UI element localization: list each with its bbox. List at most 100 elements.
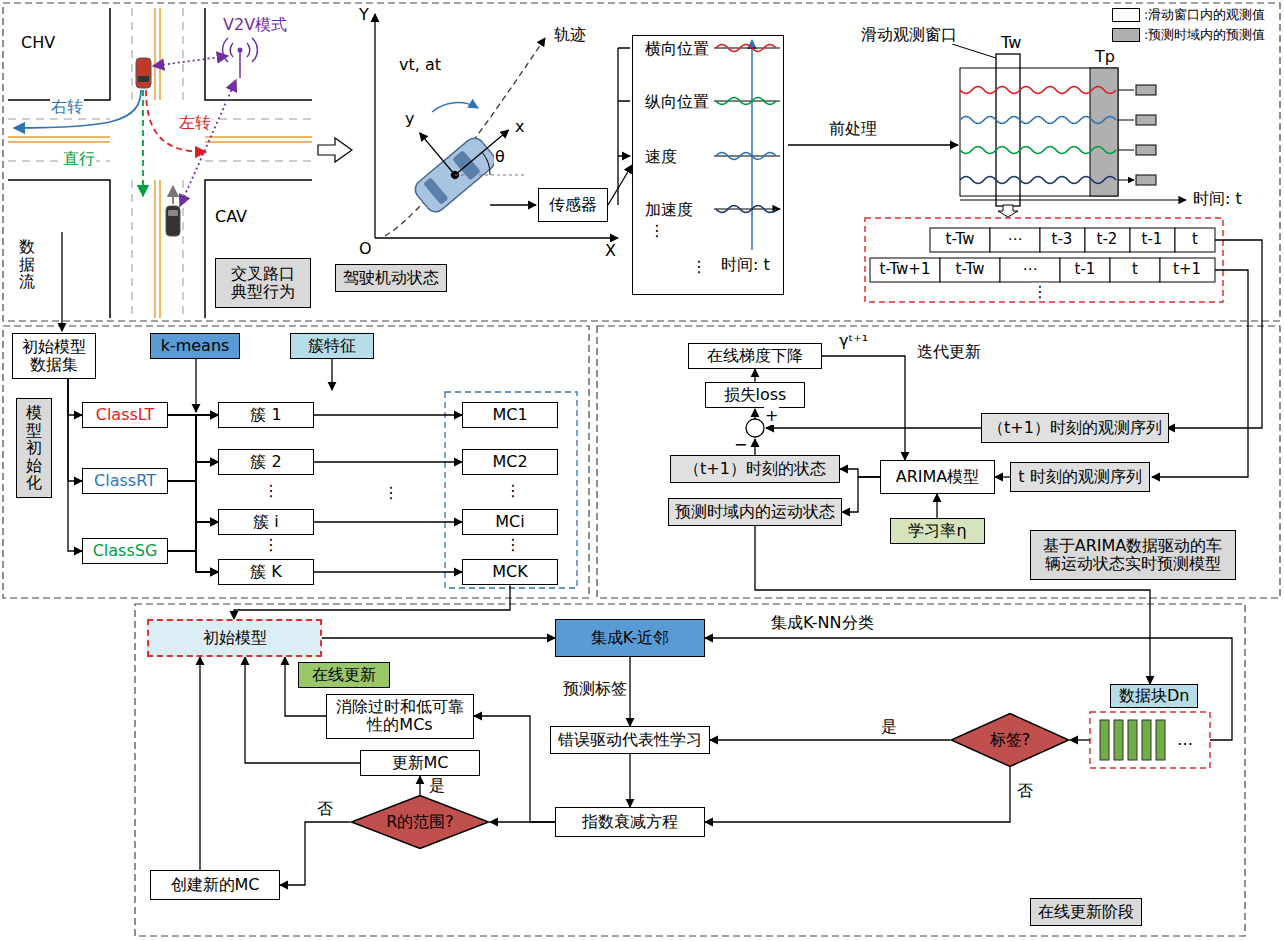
node-text: 在线更新 bbox=[312, 666, 376, 684]
label-text: V2V模式 bbox=[222, 16, 288, 34]
label-text: 前处理 bbox=[828, 120, 878, 138]
label-text: 迭代更新 bbox=[916, 343, 982, 361]
node-text: 预测时域内的运动状态 bbox=[675, 503, 835, 521]
cluster-box: 簇 i bbox=[218, 509, 314, 535]
cluster-area bbox=[331, 359, 332, 390]
sequence-cells bbox=[1160, 258, 1215, 282]
label-text: + bbox=[764, 407, 779, 425]
label-text: CHV bbox=[20, 34, 56, 52]
connector-arrow bbox=[754, 369, 755, 382]
connector-arrow bbox=[245, 657, 360, 763]
sliding-window-chart bbox=[960, 117, 1116, 124]
node-text: 簇 K bbox=[250, 563, 282, 581]
vehicle-icon bbox=[168, 210, 178, 216]
node-text: 在线梯度下降 bbox=[707, 347, 803, 365]
connector-arrow bbox=[322, 637, 555, 638]
data-chunk bbox=[1090, 712, 1210, 768]
connector-arrow bbox=[199, 657, 200, 870]
label-text: ⋮ bbox=[504, 482, 522, 500]
cluster-area bbox=[61, 232, 62, 331]
node-text: 簇特征 bbox=[308, 337, 356, 355]
vehicle-diagram bbox=[375, 237, 618, 238]
panel-frame bbox=[135, 604, 1245, 936]
mc-box: MCK bbox=[462, 559, 558, 585]
process-box: 簇特征 bbox=[290, 333, 374, 359]
label-text: ⋮ bbox=[504, 536, 522, 554]
node-text: 簇 2 bbox=[250, 453, 281, 471]
connector-arrow bbox=[168, 551, 218, 572]
hollow-arrow bbox=[318, 138, 352, 162]
panel-frame bbox=[597, 326, 1280, 598]
sequence-cells bbox=[1000, 258, 1060, 282]
process-box: 在线梯度下降 bbox=[688, 343, 822, 369]
sliding-window-chart bbox=[1118, 90, 1134, 180]
connector-arrow bbox=[710, 739, 950, 740]
process-box: k-means bbox=[150, 333, 240, 359]
signal-plot bbox=[714, 48, 780, 209]
signal-plot bbox=[716, 45, 776, 52]
node-text: t 时刻的观测序列 bbox=[1018, 468, 1141, 486]
process-box: （t+1）时刻的观测序列 bbox=[981, 413, 1169, 443]
node-text: MCi bbox=[495, 513, 524, 531]
node-text: 标签? bbox=[990, 731, 1031, 749]
label-text: y bbox=[404, 110, 415, 128]
maneuver-arrow bbox=[14, 56, 236, 206]
vehicle-icon bbox=[166, 206, 180, 236]
connector-arrow bbox=[280, 822, 350, 885]
label-text: x bbox=[514, 118, 525, 136]
node-text: 横向位置 bbox=[645, 40, 709, 58]
sequence-cells bbox=[1060, 258, 1110, 282]
node-text: ClassRT bbox=[94, 472, 156, 490]
diamond-shape bbox=[351, 796, 488, 849]
node-text: 数据块Dn bbox=[1110, 684, 1198, 708]
intersection-road bbox=[8, 8, 312, 318]
node-text: 交叉路口 典型行为 bbox=[228, 265, 298, 302]
intersection-road bbox=[8, 8, 312, 318]
connector-arrow bbox=[314, 461, 462, 462]
process-box: （t+1）时刻的状态 bbox=[670, 455, 840, 483]
connector-arrow bbox=[608, 165, 632, 205]
data-chunk bbox=[1142, 720, 1151, 760]
vehicle-diagram bbox=[385, 38, 545, 236]
tag-box: 交叉路口 典型行为 bbox=[215, 258, 311, 308]
node-text: 消除过时和低可靠 性的MCs bbox=[333, 698, 467, 735]
node-text: 速度 bbox=[645, 148, 677, 166]
sequence-cell-text: t-3 bbox=[1051, 231, 1074, 248]
node-text: 驾驶机动状态 bbox=[343, 269, 439, 287]
sliding-window-chart bbox=[1136, 115, 1156, 125]
vehicle-diagram bbox=[490, 204, 536, 205]
data-block: 数据块Dn bbox=[1090, 684, 1210, 772]
summation-junction bbox=[754, 439, 755, 455]
process-box: 集成K-近邻 bbox=[555, 619, 705, 657]
node-text: k-means bbox=[161, 337, 230, 355]
node-text: 加速度 bbox=[645, 201, 693, 219]
sequence-cells bbox=[1175, 228, 1215, 252]
sequence-cell-text: t-Tw bbox=[945, 231, 976, 248]
connector-arrow bbox=[314, 521, 462, 522]
node-text: 时间: t bbox=[721, 256, 770, 274]
process-box: ClassSG bbox=[82, 538, 168, 564]
connector-arrow bbox=[419, 776, 420, 795]
label-text: 滑动观测窗口 bbox=[860, 26, 958, 44]
signal-plot bbox=[716, 206, 776, 213]
label-text: 是 bbox=[428, 777, 446, 795]
label-text: θ bbox=[494, 148, 506, 166]
connector-arrow bbox=[629, 657, 630, 726]
cluster-box: 簇 K bbox=[218, 559, 314, 585]
diamond-shape bbox=[951, 714, 1069, 767]
node-text: MC1 bbox=[492, 406, 527, 424]
data-chunk bbox=[1128, 720, 1137, 760]
connector-arrow bbox=[705, 767, 1010, 822]
summation-junction bbox=[746, 409, 985, 455]
process-box: ClassLT bbox=[82, 402, 168, 428]
process-box: 损失loss bbox=[705, 382, 805, 408]
sequence-cell-text: t-2 bbox=[1096, 231, 1119, 248]
cluster-area bbox=[62, 232, 577, 588]
mc-box: MCi bbox=[462, 509, 558, 535]
connector-arrow bbox=[285, 657, 326, 716]
connector-arrow bbox=[490, 821, 555, 822]
label-text: − bbox=[733, 436, 748, 454]
